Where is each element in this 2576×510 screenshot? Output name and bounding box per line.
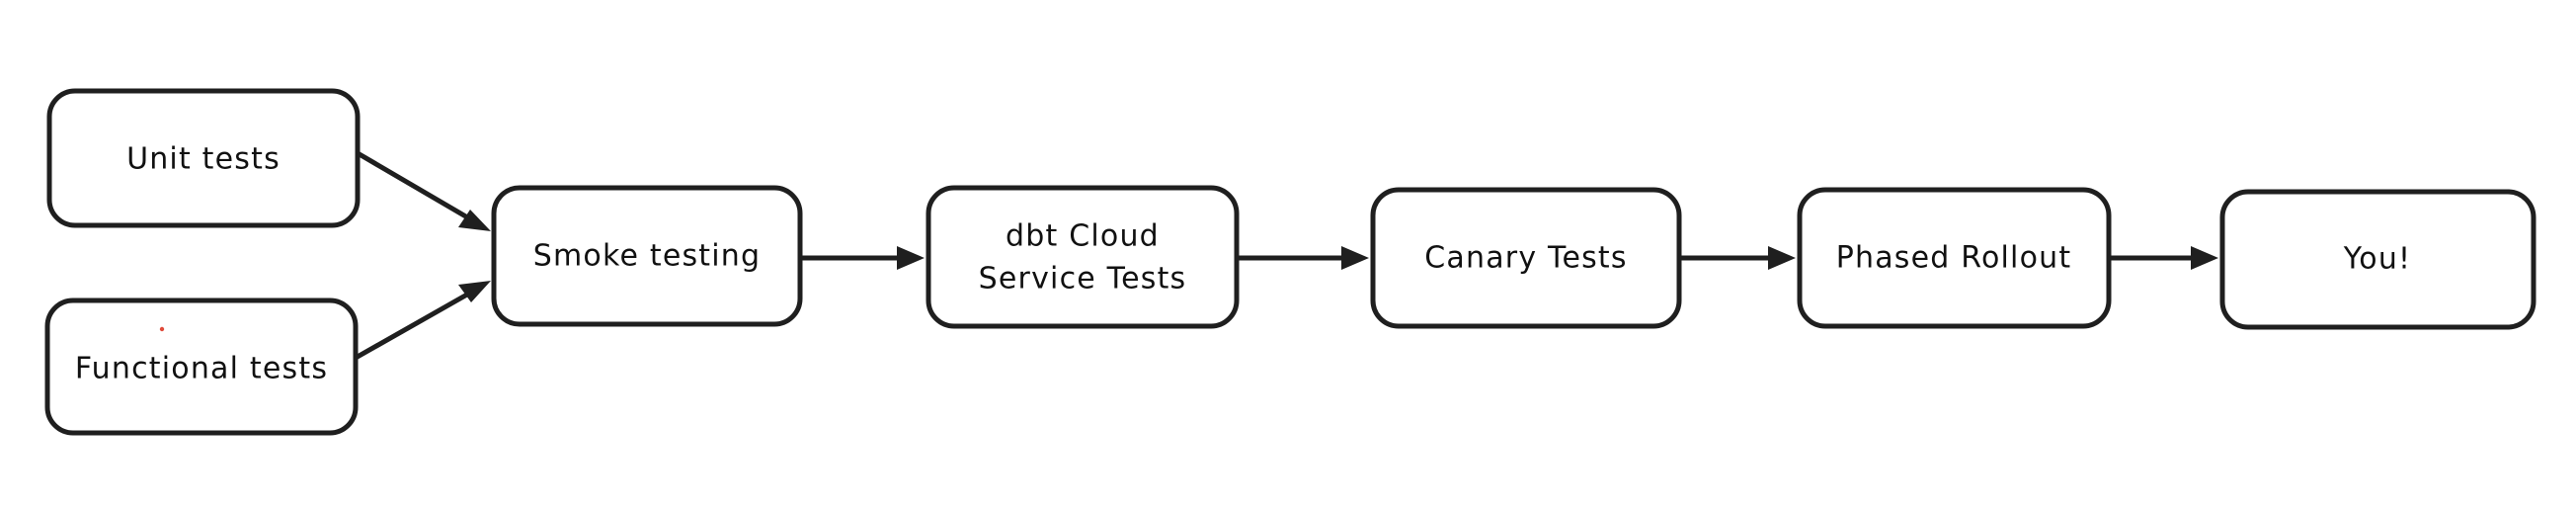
node-functional-tests[interactable]: Functional tests bbox=[44, 298, 359, 436]
node-phased-rollout[interactable]: Phased Rollout bbox=[1797, 187, 2112, 329]
node-you-shape[interactable] bbox=[2219, 189, 2536, 330]
node-canary-tests-shape[interactable] bbox=[1370, 187, 1682, 329]
node-smoke-testing[interactable]: Smoke testing bbox=[491, 185, 803, 327]
node-dbt-cloud-service-tests[interactable]: dbt Cloud Service Tests bbox=[926, 185, 1240, 329]
node-functional-tests-label: Functional tests bbox=[75, 352, 328, 386]
edge-functional-to-smoke bbox=[354, 281, 491, 361]
node-phased-rollout-shape[interactable] bbox=[1797, 187, 2112, 329]
edge-unit-to-smoke-line bbox=[356, 150, 483, 228]
node-canary-tests-label: Canary Tests bbox=[1424, 241, 1627, 276]
edge-canary-to-phased bbox=[1681, 246, 1796, 270]
red-speck-artifact bbox=[159, 326, 165, 332]
edge-smoke-to-dbt bbox=[802, 246, 925, 270]
node-unit-tests-label: Unit tests bbox=[126, 142, 281, 177]
edge-dbt-to-canary bbox=[1239, 246, 1369, 270]
node-dbt-cloud-service-tests-label-line2: Service Tests bbox=[979, 262, 1187, 297]
node-unit-tests-shape[interactable] bbox=[46, 88, 361, 228]
edge-smoke-to-dbt-arrowhead bbox=[897, 246, 925, 270]
node-you[interactable]: You! bbox=[2219, 189, 2536, 330]
edge-phased-to-you-arrowhead bbox=[2191, 246, 2218, 270]
edge-phased-to-you bbox=[2111, 246, 2218, 270]
edges-layer bbox=[354, 150, 2218, 361]
node-smoke-testing-shape[interactable] bbox=[491, 185, 803, 327]
node-unit-tests[interactable]: Unit tests bbox=[46, 88, 361, 228]
node-dbt-cloud-service-tests-label-line1: dbt Cloud bbox=[1006, 219, 1160, 254]
edge-dbt-to-canary-arrowhead bbox=[1341, 246, 1369, 270]
node-smoke-testing-label: Smoke testing bbox=[533, 239, 762, 274]
node-phased-rollout-label: Phased Rollout bbox=[1836, 241, 2072, 276]
edge-functional-to-smoke-line bbox=[354, 284, 483, 361]
node-functional-tests-shape[interactable] bbox=[44, 298, 359, 436]
edge-functional-to-smoke-arrowhead bbox=[458, 281, 491, 302]
node-you-label: You! bbox=[2343, 242, 2412, 277]
nodes-layer: Unit tests Functional tests Smoke testin… bbox=[44, 88, 2536, 436]
node-canary-tests[interactable]: Canary Tests bbox=[1370, 187, 1682, 329]
edge-canary-to-phased-arrowhead bbox=[1768, 246, 1796, 270]
edge-unit-to-smoke-arrowhead bbox=[458, 210, 491, 231]
edge-unit-to-smoke bbox=[356, 150, 491, 231]
node-dbt-cloud-service-tests-shape[interactable] bbox=[926, 185, 1240, 329]
